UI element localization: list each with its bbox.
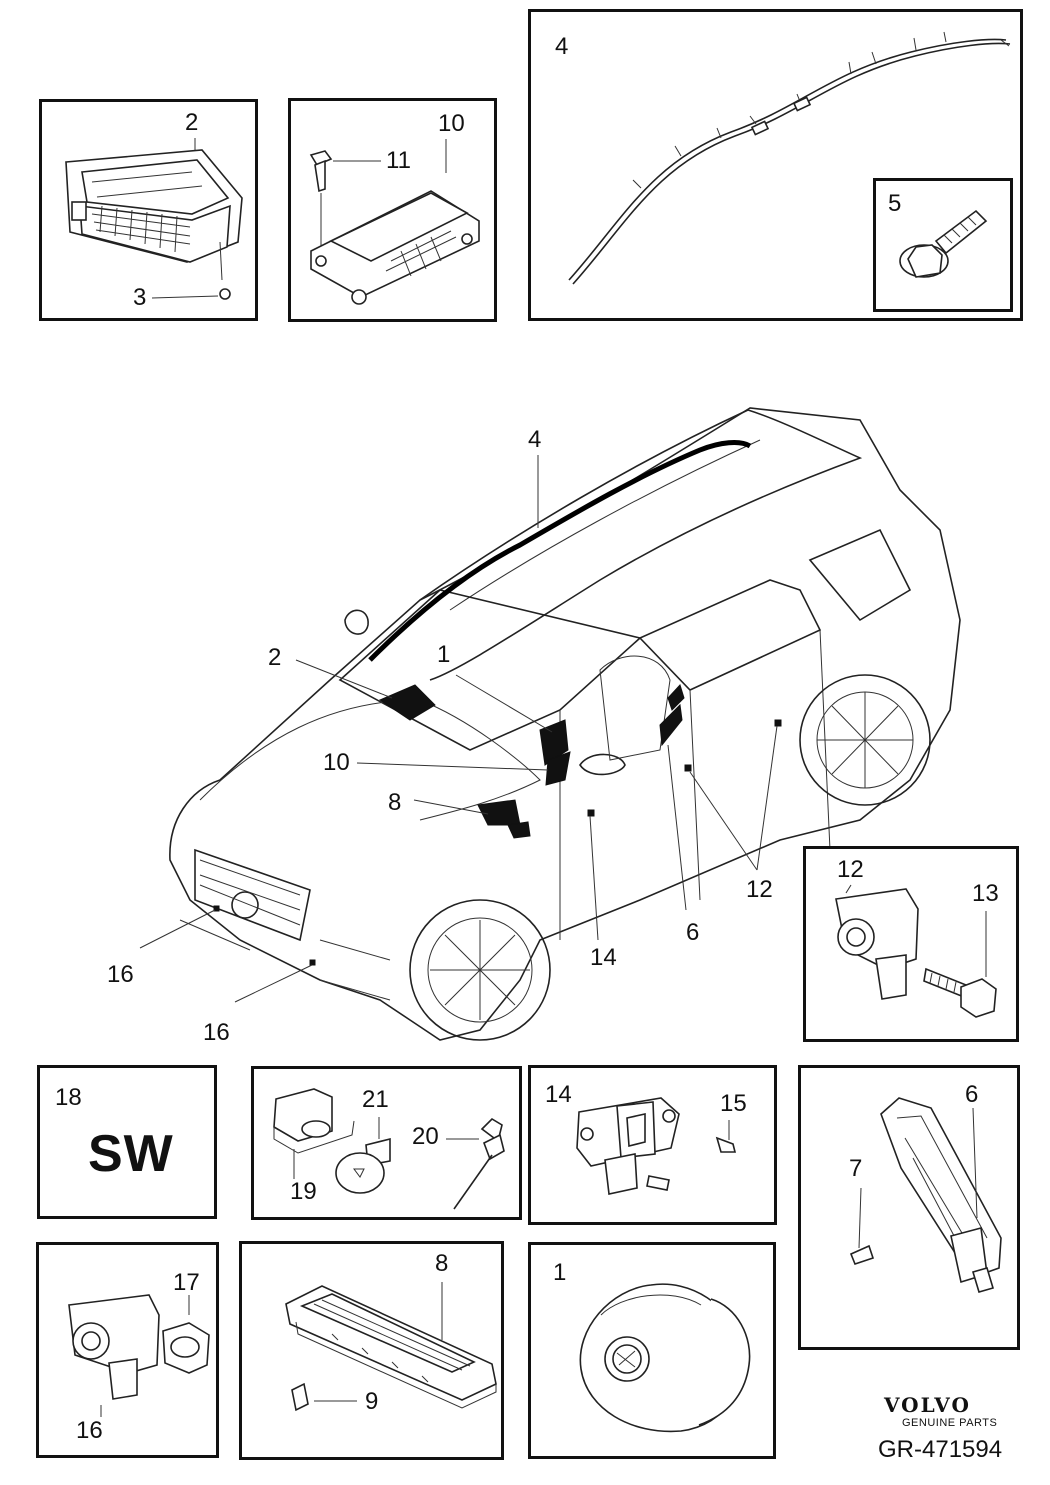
reference-code: GR-471594 — [878, 1436, 1003, 1463]
vehicle-overview-drawing — [139, 407, 961, 1041]
knee-airbag-drawing — [285, 1282, 497, 1412]
callout-12: 12 — [837, 856, 864, 883]
callout-9: 9 — [365, 1388, 379, 1415]
callout-4: 4 — [555, 33, 569, 60]
callout-21: 21 — [362, 1086, 389, 1113]
callout-16: 16 — [76, 1417, 103, 1444]
callout-11: 11 — [386, 147, 411, 174]
callout-1: 1 — [553, 1259, 567, 1286]
callout-13: 13 — [972, 880, 999, 907]
brand-logo: VOLVO — [884, 1393, 971, 1417]
part-box-impact-sensor: 12 13 — [803, 846, 1019, 1042]
bracket-drawing — [273, 1088, 505, 1210]
part-box-software: 18 SW — [37, 1065, 217, 1219]
part-box-airbag-control-module: 10 11 — [288, 98, 497, 322]
side-airbag-drawing — [849, 1097, 1002, 1293]
callout-car-2: 2 — [268, 644, 282, 671]
callout-car-6: 6 — [686, 919, 700, 946]
control-module-drawing — [309, 139, 480, 305]
part-box-side-airbag: 6 7 — [798, 1065, 1020, 1350]
brand-tagline: GENUINE PARTS — [902, 1417, 998, 1429]
flange-screw-drawing — [899, 209, 988, 278]
callout-7: 7 — [849, 1155, 863, 1182]
callout-10: 10 — [438, 110, 465, 137]
callout-20: 20 — [412, 1123, 439, 1150]
passenger-airbag-drawing — [65, 138, 243, 300]
callout-6: 6 — [965, 1081, 979, 1108]
part-box-passenger-airbag: 2 3 — [39, 99, 258, 321]
driver-airbag-drawing — [579, 1283, 751, 1433]
callout-car-16a: 16 — [107, 961, 134, 988]
part-box-knee-airbag: 8 9 — [239, 1241, 504, 1460]
callout-car-12: 12 — [746, 876, 773, 903]
callout-17: 17 — [173, 1269, 200, 1296]
part-box-curtain-screw: 5 — [873, 178, 1013, 312]
part-box-bracket-fasteners: 21 20 19 — [251, 1066, 522, 1220]
callout-car-10: 10 — [323, 749, 350, 776]
callout-car-16b: 16 — [203, 1019, 230, 1046]
callout-car-4: 4 — [528, 426, 542, 453]
callout-car-14: 14 — [590, 944, 617, 971]
software-label: SW — [88, 1125, 174, 1183]
callout-5: 5 — [888, 190, 902, 217]
callout-8: 8 — [435, 1250, 449, 1277]
callout-car-1: 1 — [437, 641, 451, 668]
callout-2: 2 — [185, 109, 199, 136]
side-sensor-drawing — [576, 1097, 737, 1195]
curtain-airbag-drawing — [568, 31, 1011, 285]
part-box-side-sensor: 14 15 — [528, 1065, 777, 1225]
front-sensor-drawing — [68, 1294, 210, 1417]
callout-15: 15 — [720, 1090, 747, 1117]
part-box-curtain-airbag: 4 5 — [528, 9, 1023, 321]
impact-sensor-drawing — [835, 884, 997, 1018]
part-box-driver-airbag: 1 — [528, 1242, 776, 1459]
callout-car-8: 8 — [388, 789, 402, 816]
callout-19: 19 — [290, 1178, 317, 1205]
part-box-front-sensor: 17 16 — [36, 1242, 219, 1458]
callout-18: 18 — [55, 1084, 82, 1111]
callout-14: 14 — [545, 1081, 572, 1108]
callout-3: 3 — [133, 284, 147, 311]
